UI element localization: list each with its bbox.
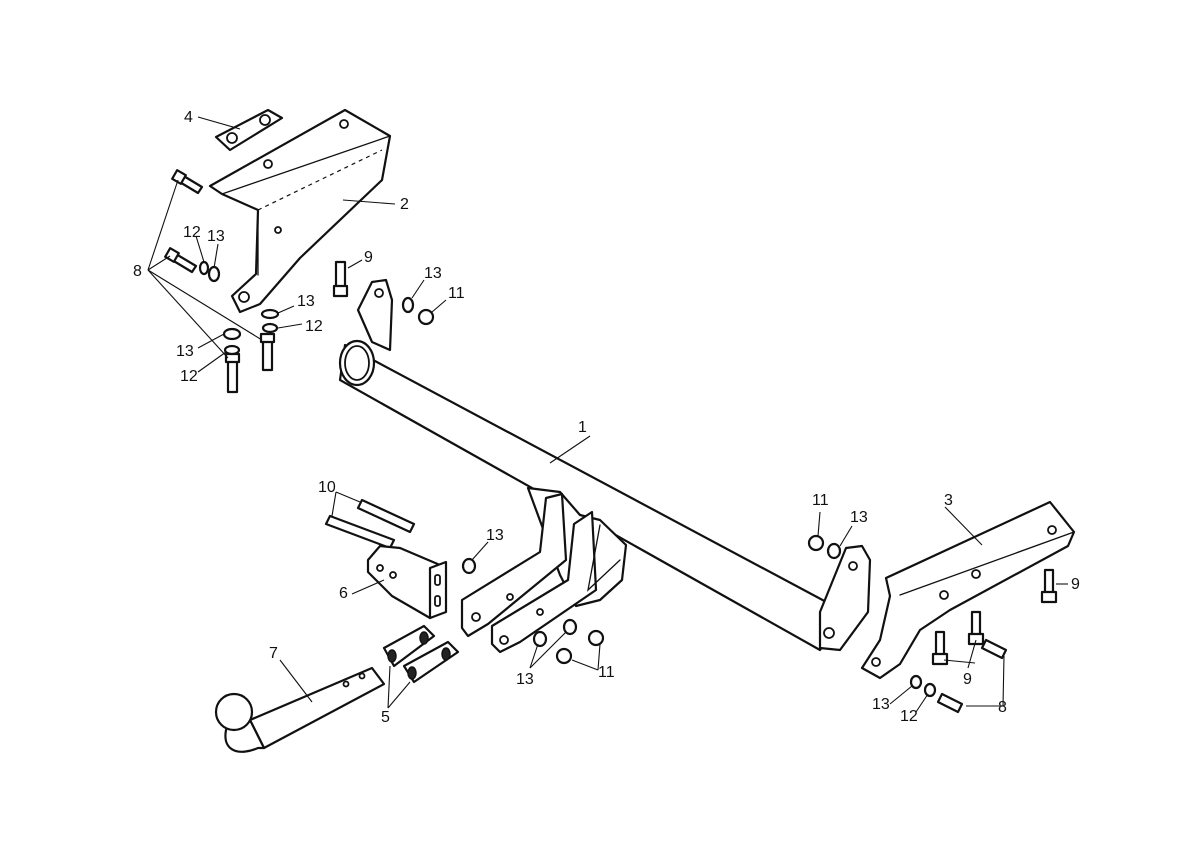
washer-icon bbox=[532, 630, 548, 648]
label-part-6: 6 bbox=[339, 585, 348, 602]
washer-icon bbox=[461, 557, 477, 575]
washer-icon bbox=[923, 682, 937, 698]
label-part-8: 8 bbox=[133, 263, 142, 280]
leader-lines bbox=[147, 116, 1068, 713]
washer-icon bbox=[207, 265, 221, 283]
bolt-icon bbox=[931, 630, 949, 666]
long-bolt-part-10 bbox=[324, 498, 416, 550]
part-labels: 1 2 3 4 5 6 7 8 8 9 9 9 10 11 11 11 12 1… bbox=[133, 109, 1080, 726]
label-part-11: 11 bbox=[448, 285, 465, 302]
nut-icon bbox=[587, 629, 605, 647]
label-part-12: 12 bbox=[900, 708, 918, 725]
label-part-13: 13 bbox=[516, 671, 534, 688]
bolt-icon bbox=[936, 692, 964, 714]
bolt-icon bbox=[171, 169, 204, 195]
label-part-7: 7 bbox=[269, 645, 278, 662]
left-bracket-part-2 bbox=[208, 108, 392, 314]
label-part-13: 13 bbox=[424, 265, 442, 282]
central-mount-plates bbox=[460, 486, 628, 654]
right-bracket-part-3 bbox=[860, 500, 1076, 680]
label-part-12: 12 bbox=[183, 224, 201, 241]
label-part-9: 9 bbox=[963, 671, 972, 688]
bolt-icon bbox=[164, 247, 198, 274]
bolt-icon bbox=[224, 352, 241, 394]
nut-icon bbox=[417, 308, 435, 326]
label-part-4: 4 bbox=[184, 109, 193, 126]
label-part-12: 12 bbox=[180, 368, 198, 385]
label-part-11: 11 bbox=[598, 664, 615, 681]
washer-icon bbox=[562, 618, 578, 636]
washer-icon bbox=[401, 296, 415, 314]
washer-icon bbox=[198, 260, 210, 276]
label-part-1: 1 bbox=[578, 419, 587, 436]
nut-icon bbox=[807, 534, 825, 552]
washer-icon bbox=[826, 542, 842, 560]
label-part-10: 10 bbox=[318, 479, 336, 496]
washer-icon bbox=[261, 322, 279, 334]
label-part-3: 3 bbox=[944, 492, 953, 509]
tow-ball-bar-part-7 bbox=[214, 666, 386, 753]
label-part-9: 9 bbox=[364, 249, 373, 266]
label-part-13: 13 bbox=[176, 343, 194, 360]
bolt-icon bbox=[259, 332, 276, 372]
socket-plate-part-6 bbox=[366, 544, 448, 620]
washer-icon bbox=[260, 308, 280, 320]
label-part-13: 13 bbox=[486, 527, 504, 544]
cross-beam-part-1 bbox=[338, 278, 872, 652]
link-plates-part-5 bbox=[382, 624, 460, 684]
bolt-icon bbox=[1040, 568, 1058, 604]
label-part-12: 12 bbox=[305, 318, 323, 335]
plate-part-4 bbox=[214, 108, 284, 152]
label-part-13: 13 bbox=[297, 293, 315, 310]
washer-icon bbox=[223, 344, 241, 356]
label-part-5: 5 bbox=[381, 709, 390, 726]
label-part-11: 11 bbox=[812, 492, 829, 509]
bolt-icon bbox=[980, 638, 1008, 660]
washer-icon bbox=[222, 327, 242, 341]
label-part-13: 13 bbox=[850, 509, 868, 526]
label-part-13: 13 bbox=[872, 696, 890, 713]
bolt-icon bbox=[332, 260, 349, 298]
label-part-13: 13 bbox=[207, 228, 225, 245]
washer-icon bbox=[909, 674, 923, 690]
nut-icon bbox=[555, 647, 573, 665]
bolt-icon bbox=[967, 610, 985, 646]
label-part-2: 2 bbox=[400, 196, 409, 213]
label-part-8: 8 bbox=[998, 699, 1007, 716]
label-part-9: 9 bbox=[1071, 576, 1080, 593]
